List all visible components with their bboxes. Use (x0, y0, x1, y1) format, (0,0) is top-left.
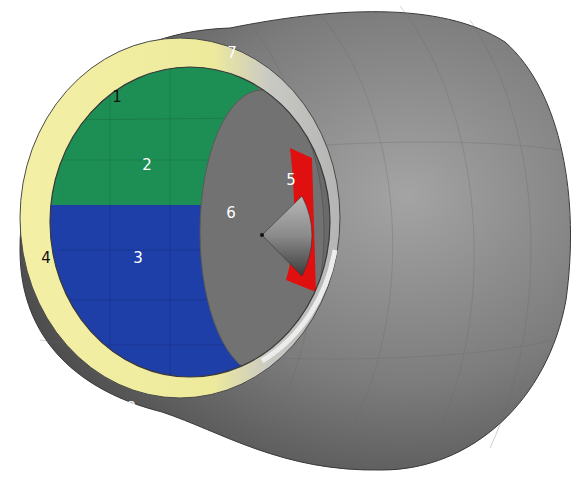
intake-interior (40, 60, 340, 390)
nacelle-body (20, 12, 571, 470)
callout-number: 2 (142, 158, 152, 173)
callout-number: 7 (227, 46, 237, 61)
callout-number: 3 (133, 251, 143, 266)
callout-number: 8 (126, 401, 136, 416)
spinner-cone (262, 196, 312, 276)
intake-lip (20, 38, 340, 398)
callout-number: 6 (226, 206, 236, 221)
callout-number: 1 (112, 90, 122, 105)
rim-highlight (262, 250, 335, 361)
callout-number: 4 (41, 251, 51, 266)
fan-face (200, 90, 324, 374)
callout-number: 5 (286, 173, 296, 188)
